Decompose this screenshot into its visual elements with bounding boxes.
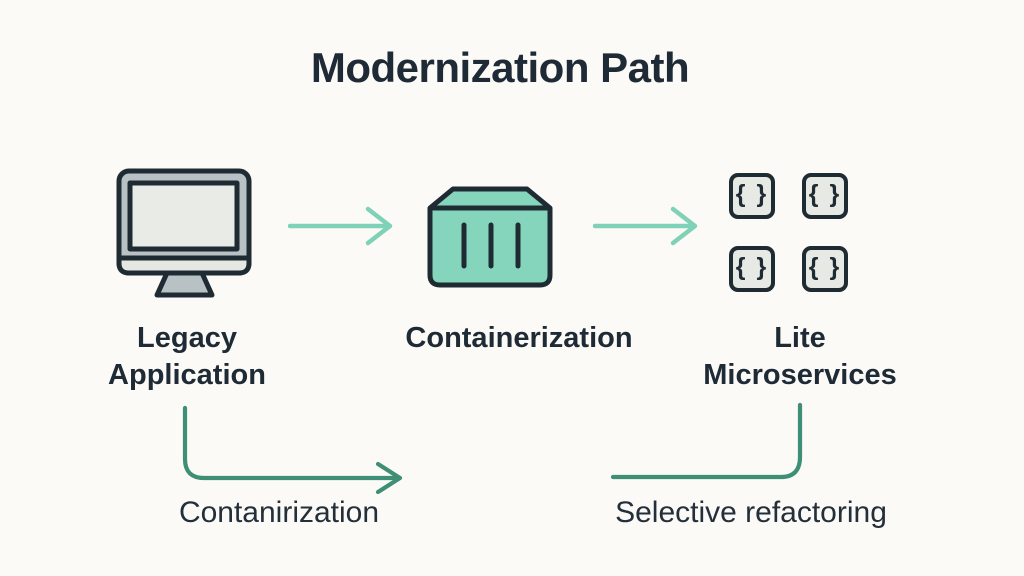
stage-label-containerization: Containerization — [405, 322, 633, 354]
microservice-tile: { } — [729, 173, 775, 219]
braces-glyph: { } — [808, 253, 842, 281]
braces-glyph: { } — [808, 180, 842, 208]
legacy-monitor-icon — [116, 168, 252, 298]
stage-label-legacy-application: Legacy Application — [108, 322, 266, 392]
arrow-container-to-microservices-icon — [593, 206, 698, 246]
microservices-braces-icon: { } { } { } { } — [729, 173, 848, 292]
stage-label-lite-microservices: Lite Microservices — [703, 322, 897, 392]
microservice-tile: { } — [729, 246, 775, 292]
diagram-title: Modernization Path — [310, 44, 690, 91]
curved-arrow-contanirization-head — [375, 461, 403, 495]
braces-glyph: { } — [735, 253, 769, 281]
annotation-label-contanirization: Contanirization — [178, 496, 380, 529]
braces-glyph: { } — [735, 180, 769, 208]
container-box-icon — [427, 186, 553, 288]
annotation-label-selective-refactoring: Selective refactoring — [615, 496, 887, 529]
microservice-tile: { } — [802, 246, 848, 292]
curved-arrow-contanirization — [182, 405, 397, 481]
arrow-legacy-to-container-icon — [288, 206, 393, 246]
curved-line-selective-refactoring — [610, 402, 803, 480]
microservice-tile: { } — [802, 173, 848, 219]
